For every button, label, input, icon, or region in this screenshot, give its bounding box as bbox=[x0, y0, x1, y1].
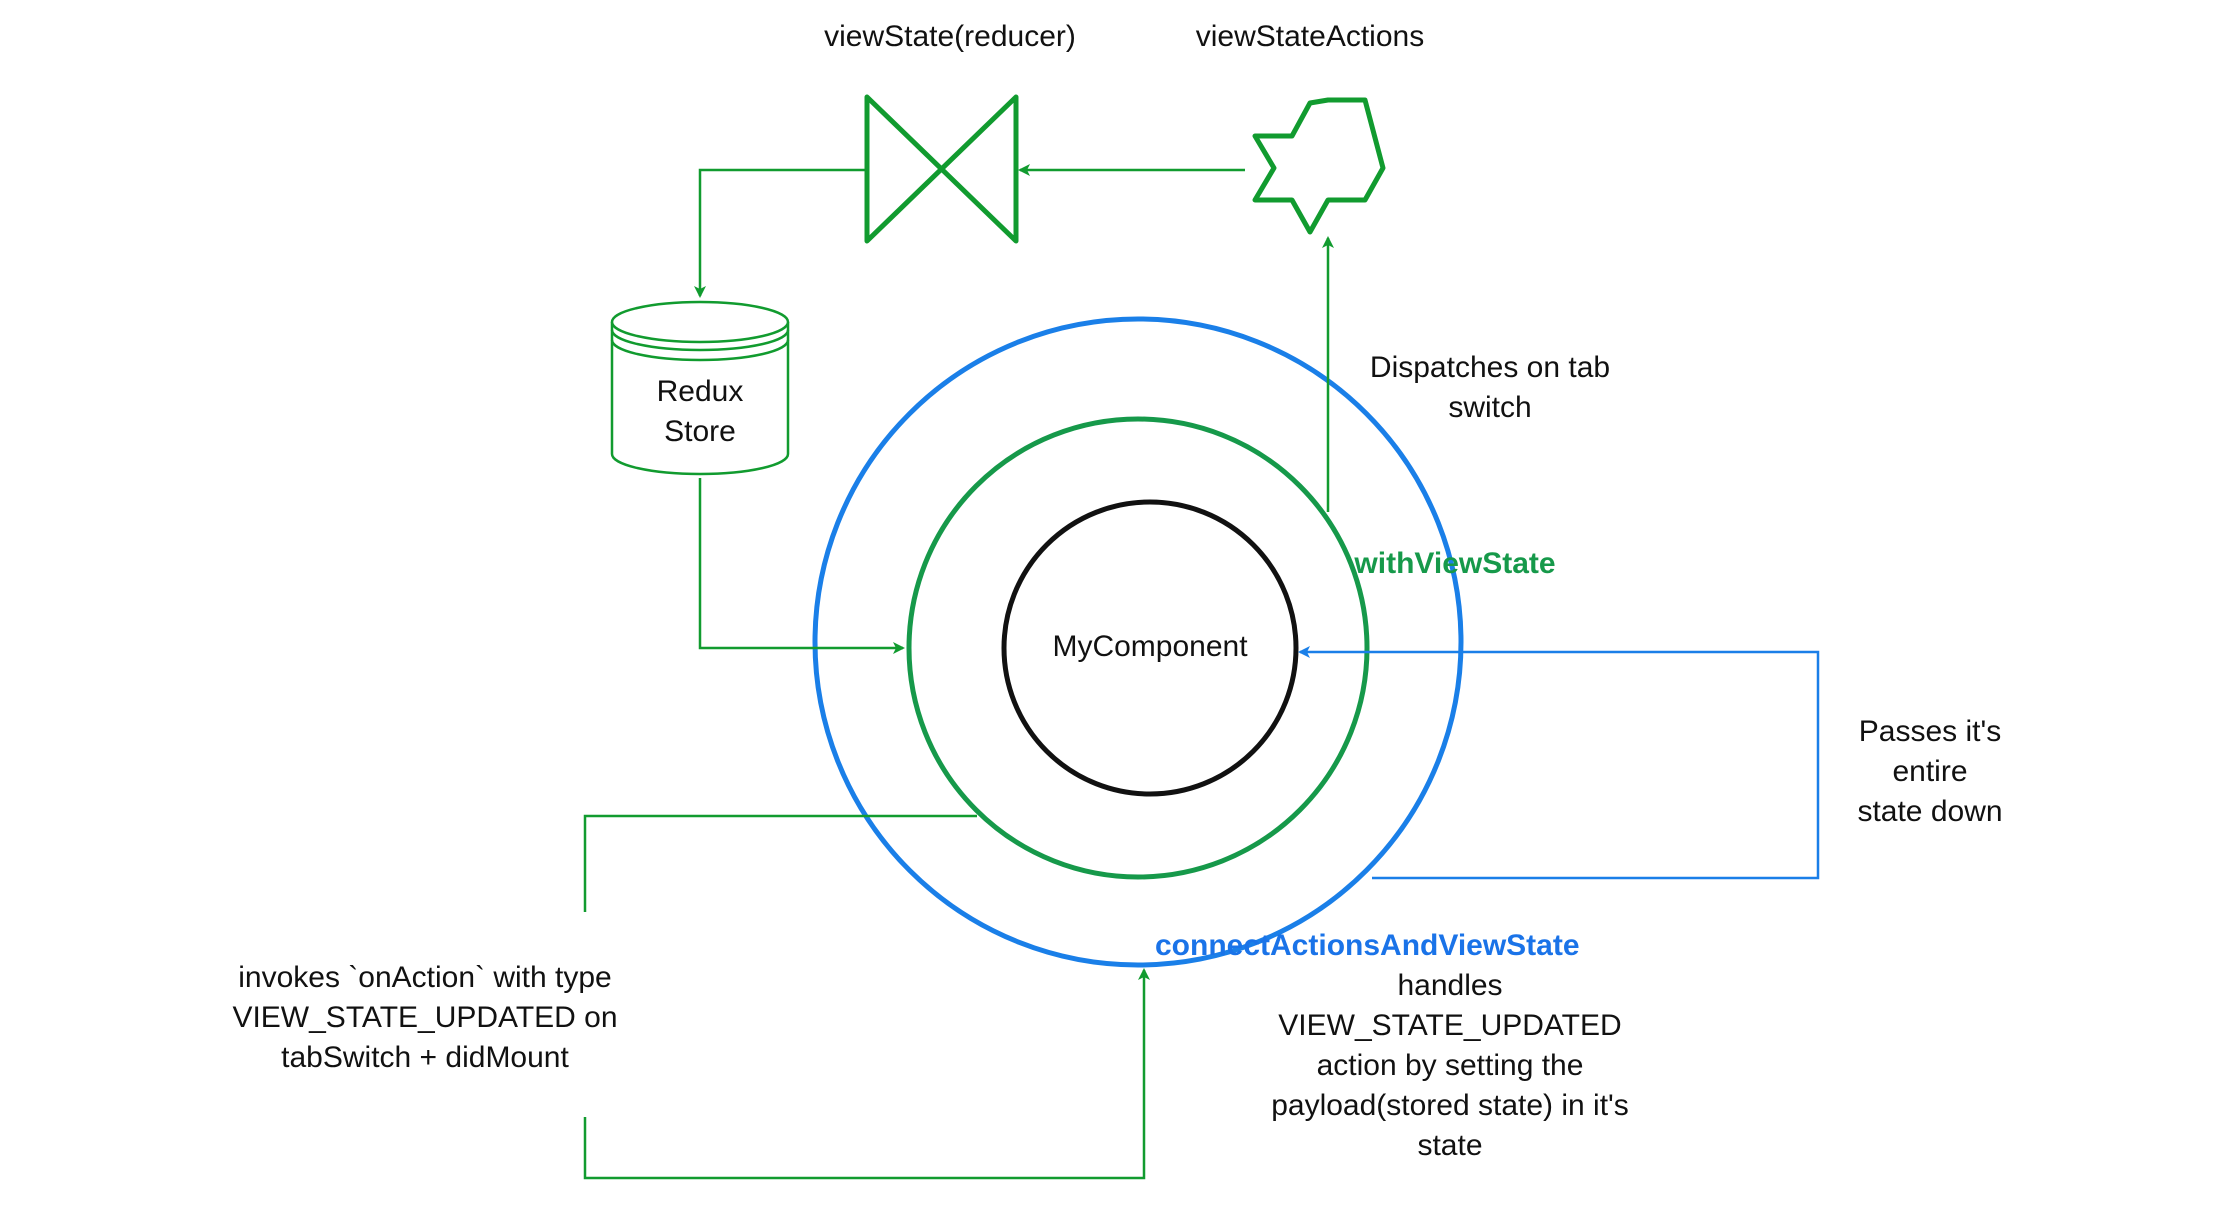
my-component-circle bbox=[1001, 499, 1299, 797]
edge-store-to-hoc bbox=[698, 478, 905, 654]
six-point-star-icon bbox=[1252, 97, 1386, 235]
edge-pass-state-down bbox=[1298, 646, 1820, 880]
with-view-state-label: withViewState bbox=[1354, 547, 1556, 580]
database-cylinder-icon bbox=[610, 300, 790, 476]
edge-invokes-on-action-top bbox=[583, 814, 977, 912]
component-label: MyComponent bbox=[1052, 630, 1248, 663]
bowtie-icon bbox=[864, 94, 1019, 244]
dispatches-annotation: Dispatches on tab switch bbox=[1369, 351, 1611, 424]
handles-annotation: handles VIEW_STATE_UPDATED action by set… bbox=[1271, 969, 1629, 1162]
store-label: Redux Store bbox=[656, 375, 744, 448]
connect-hoc-ring bbox=[812, 316, 1464, 968]
actions-label: viewStateActions bbox=[1195, 20, 1425, 53]
passes-state-annotation: Passes it's entire state down bbox=[1857, 715, 2003, 828]
invokes-annotation: invokes `onAction` with type VIEW_STATE_… bbox=[232, 961, 618, 1074]
connect-hoc-label: connectActionsAndViewState bbox=[1155, 929, 1580, 962]
reducer-label: viewState(reducer) bbox=[824, 20, 1076, 53]
edge-reducer-to-store bbox=[694, 168, 865, 298]
with-view-state-ring bbox=[906, 416, 1370, 880]
edge-invokes-on-action-bottom bbox=[583, 968, 1150, 1180]
